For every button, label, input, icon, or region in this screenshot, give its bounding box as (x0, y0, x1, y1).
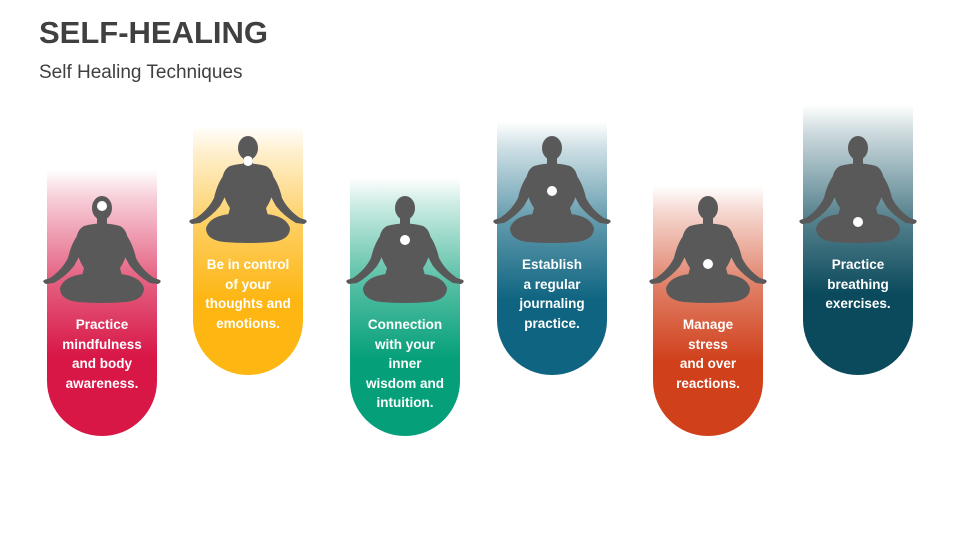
page-title: SELF-HEALING (39, 15, 269, 50)
technique-card-4: Establish a regular journaling practice. (493, 122, 611, 375)
technique-label: Be in control of your thoughts and emoti… (205, 257, 291, 331)
meditation-figure-icon (799, 136, 917, 243)
meditation-figure-icon (649, 196, 767, 303)
technique-card-2: Be in control of your thoughts and emoti… (189, 126, 307, 375)
technique-card-3: Connection with your inner wisdom and in… (346, 178, 464, 436)
technique-card-5: Manage stress and over reactions. (649, 186, 767, 436)
technique-label: Connection with your inner wisdom and in… (365, 317, 444, 410)
chakra-dot-sacral (703, 259, 713, 269)
technique-card-1: Practice mindfulness and body awareness. (43, 170, 161, 436)
technique-card-6: Practice breathing exercises. (799, 105, 917, 375)
chakra-dot-throat (243, 156, 253, 166)
page-subtitle: Self Healing Techniques (39, 62, 243, 83)
technique-label: Establish a regular journaling practice. (519, 257, 585, 331)
technique-label: Manage stress and over reactions. (676, 317, 740, 391)
meditation-figure-icon (493, 136, 611, 243)
technique-label: Practice mindfulness and body awareness. (62, 317, 142, 391)
technique-label: Practice breathing exercises. (825, 257, 891, 311)
chakra-dot-solar-plexus (547, 186, 557, 196)
meditation-figure-icon (346, 196, 464, 303)
chakra-dot-root (853, 217, 863, 227)
chakra-dot-heart (400, 235, 410, 245)
chakra-dot-crown (97, 201, 107, 211)
meditation-figure-icon (43, 196, 161, 303)
meditation-figure-icon (189, 136, 307, 243)
